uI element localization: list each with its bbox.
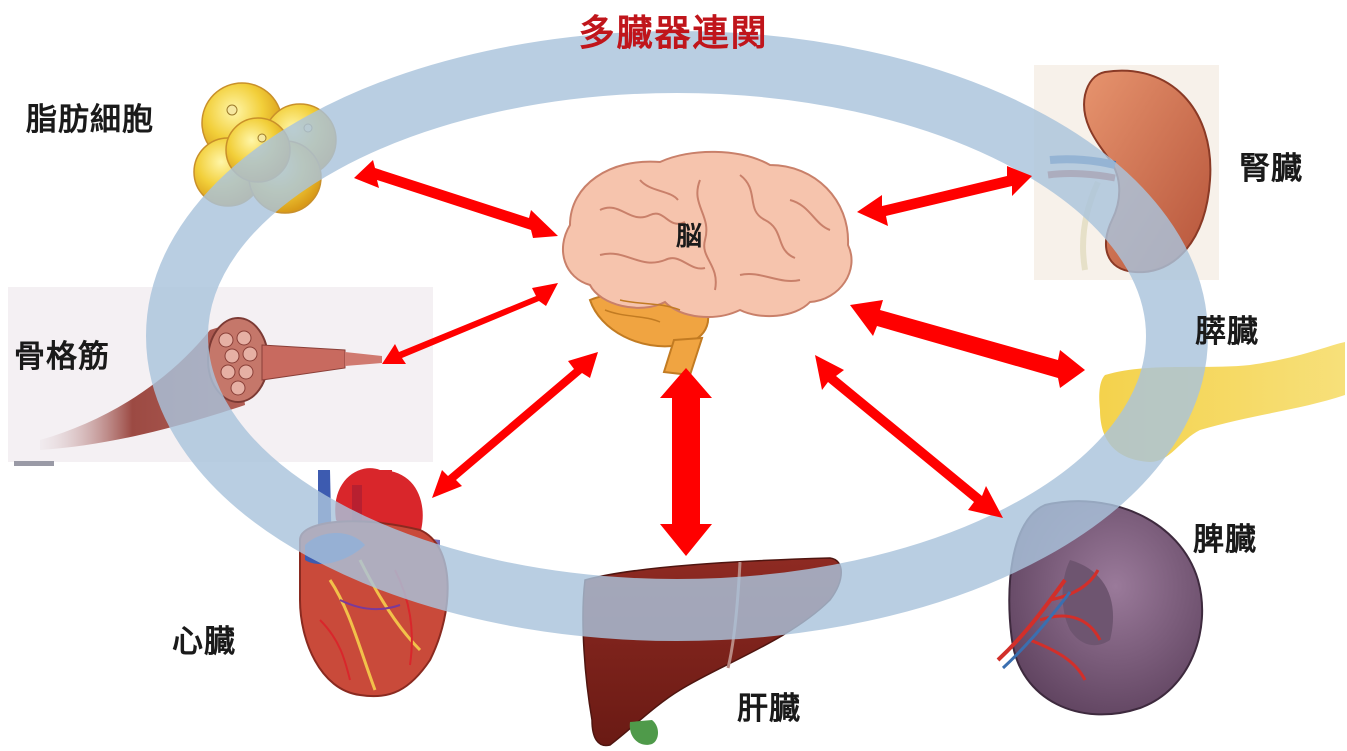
arrow-brain-fat (354, 160, 558, 238)
arrow-brain-heart (432, 352, 598, 498)
label-spleen: 脾臓 (1193, 514, 1257, 559)
brain-image (563, 152, 852, 375)
label-heart: 心臓 (172, 616, 236, 661)
label-pancreas: 膵臓 (1195, 306, 1259, 351)
center-label-brain: 脳 (676, 216, 703, 253)
arrow-brain-liver (660, 368, 712, 556)
label-skeletal-muscle: 骨格筋 (14, 331, 110, 376)
arrow-brain-spleen (815, 355, 1003, 518)
label-fat-cell: 脂肪細胞 (26, 94, 154, 139)
label-kidney: 腎臓 (1239, 143, 1303, 188)
label-liver: 肝臓 (737, 683, 801, 728)
arrow-brain-pancreas (850, 300, 1085, 388)
arrow-brain-kidney (857, 166, 1032, 226)
diagram-title: 多臓器連関 (0, 4, 1347, 56)
